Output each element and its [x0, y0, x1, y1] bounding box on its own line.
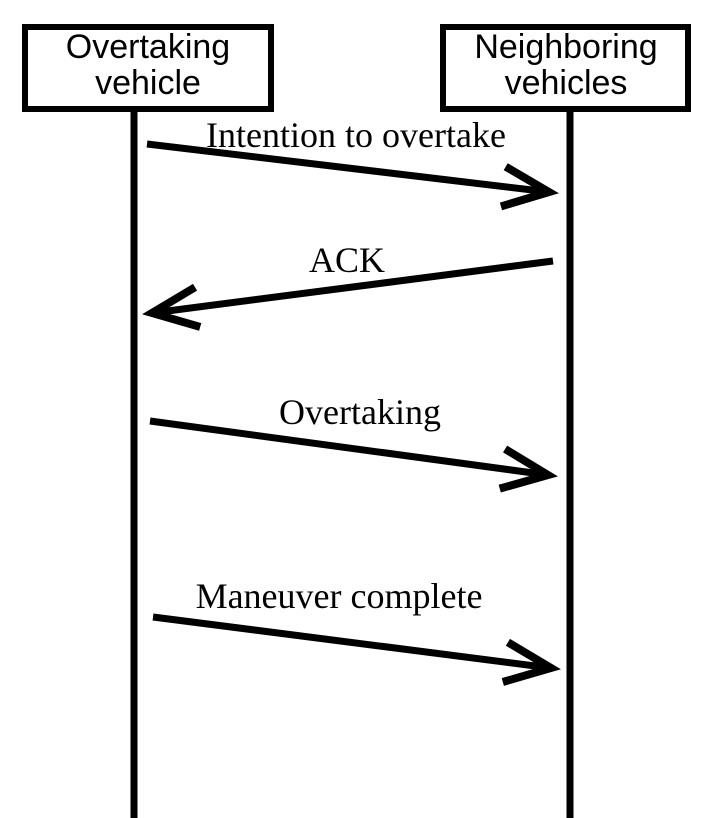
message-intention-to-overtake: Intention to overtake — [146, 115, 559, 211]
actor-label-neighboring-vehicles-line1: Neighboring — [474, 28, 657, 66]
actor-overtaking-vehicle: Overtaking vehicle — [22, 24, 274, 112]
actor-box-neighboring-vehicles — [440, 24, 691, 112]
actor-label-neighboring-vehicles-line2: vehicles — [505, 64, 628, 102]
message-label-ack: ACK — [309, 240, 385, 280]
message-arrow-maneuver-complete — [152, 613, 561, 686]
actor-neighboring-vehicles: Neighboring vehicles — [440, 24, 691, 112]
message-arrow-overtaking — [149, 417, 558, 493]
message-overtaking: Overtaking — [149, 392, 558, 493]
message-label-intention-to-overtake: Intention to overtake — [206, 115, 506, 155]
actor-label-overtaking-vehicle-line2: vehicle — [95, 64, 201, 102]
message-maneuver-complete: Maneuver complete — [152, 576, 561, 686]
message-arrow-ack — [142, 257, 554, 331]
message-ack: ACK — [142, 240, 554, 331]
actor-box-overtaking-vehicle — [22, 24, 274, 112]
message-label-maneuver-complete: Maneuver complete — [196, 576, 483, 616]
message-arrow-intention-to-overtake — [146, 140, 559, 211]
message-label-overtaking: Overtaking — [279, 392, 441, 432]
actor-label-overtaking-vehicle-line1: Overtaking — [66, 28, 230, 66]
